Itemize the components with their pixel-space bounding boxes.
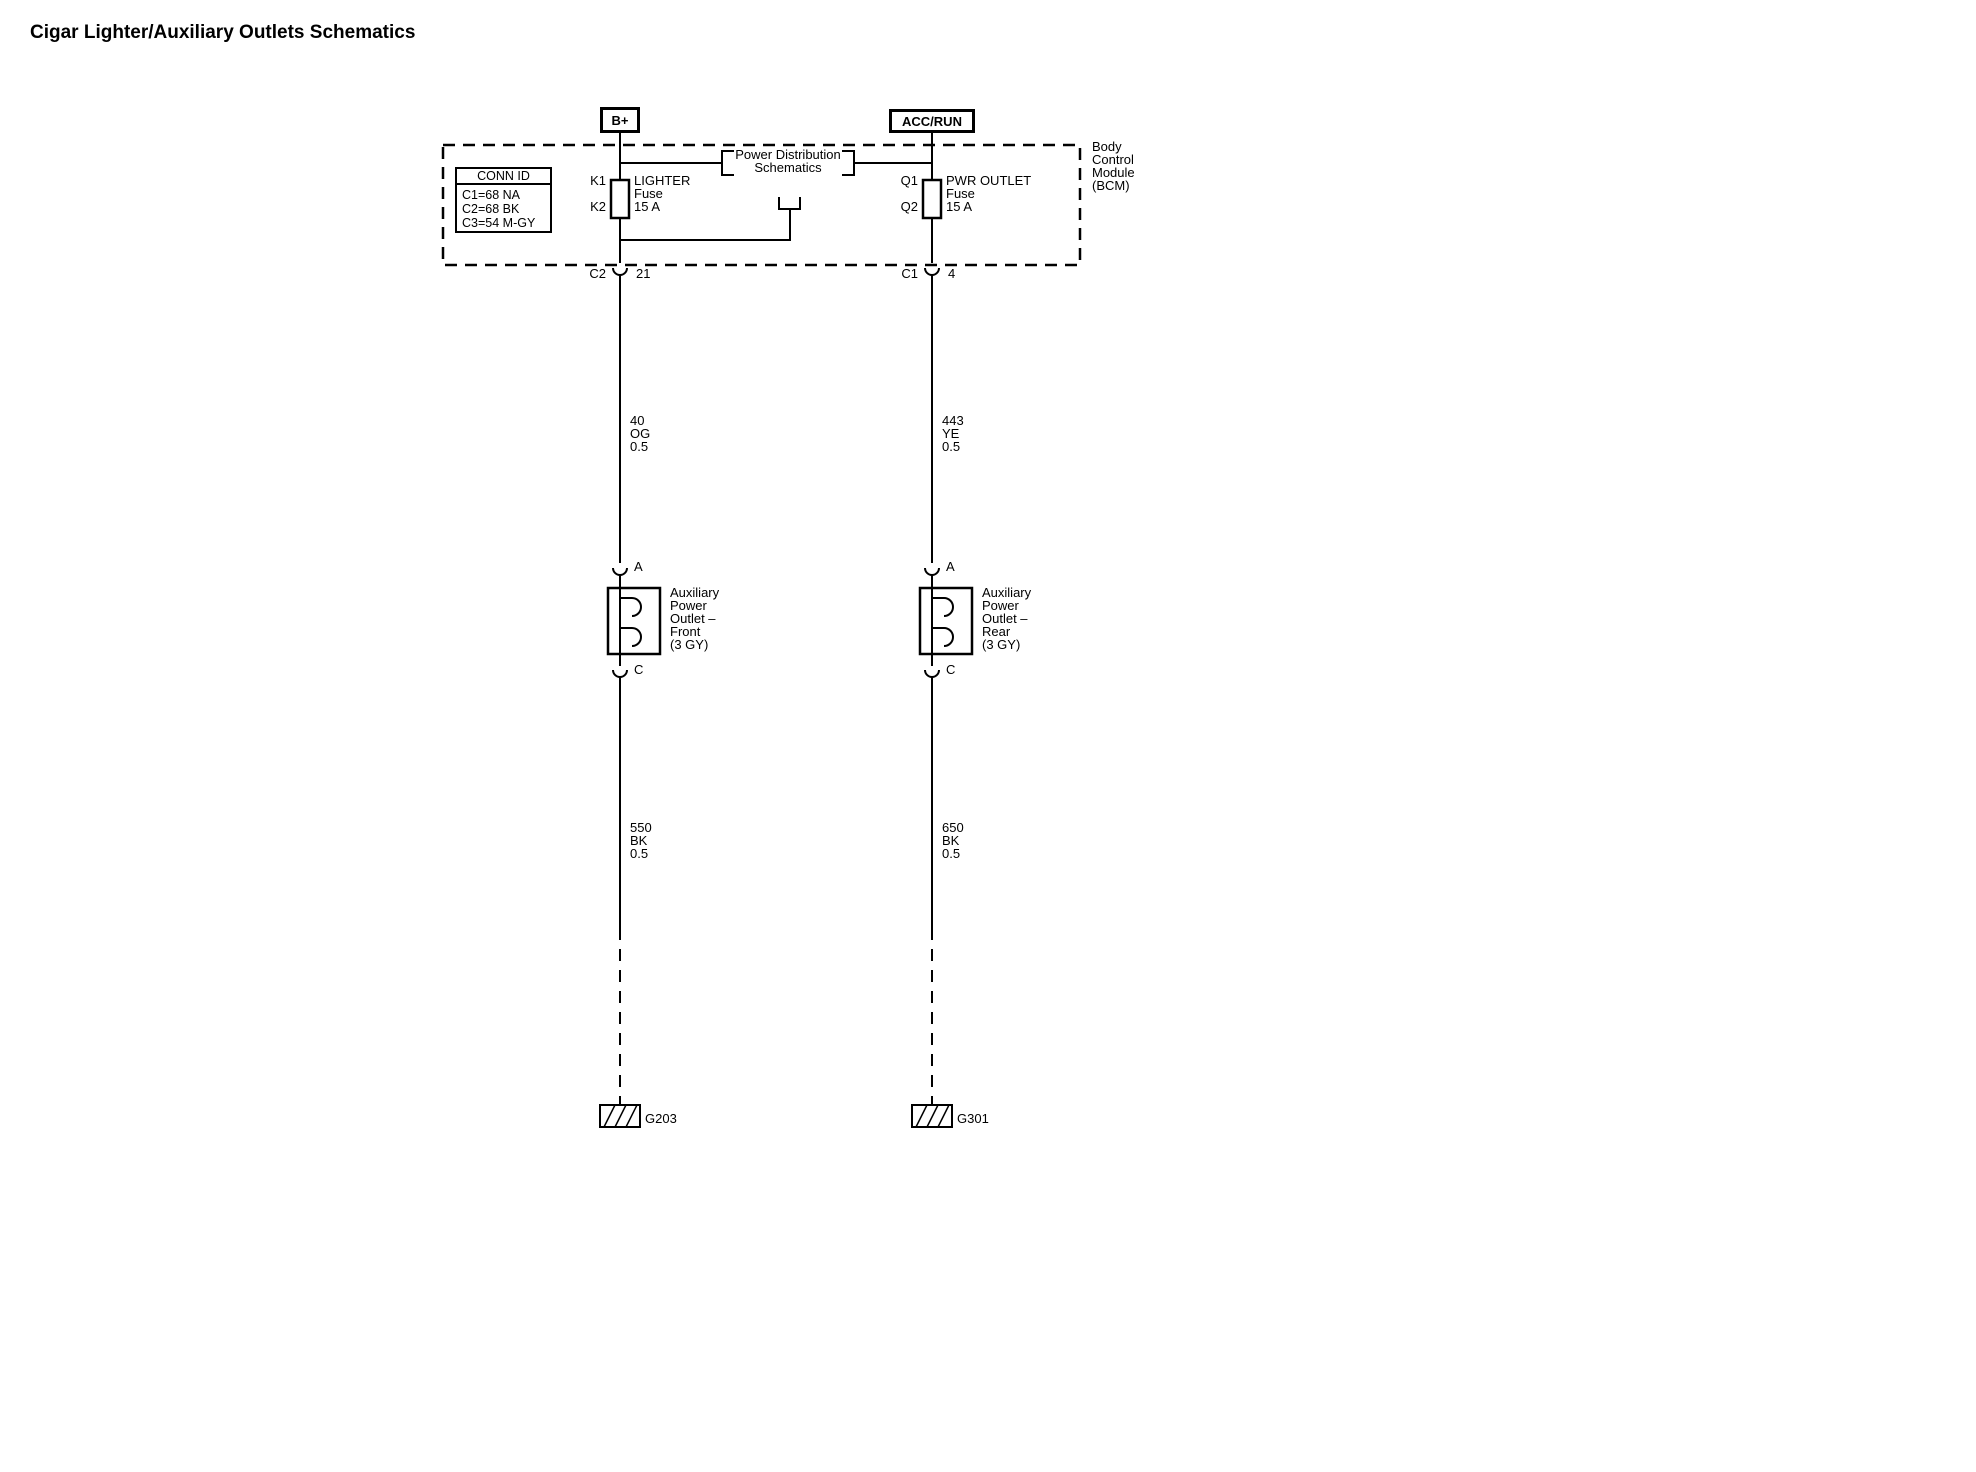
wire-40-color: OG [630, 426, 651, 441]
connector-c2-symbol [612, 267, 628, 276]
offpage-bracket-bottom [778, 197, 801, 210]
wire-650-circuit: 650 [942, 820, 964, 835]
bcm-label-line: Body [1092, 139, 1122, 154]
ground-g301-symbol [911, 1104, 953, 1128]
connector-c1-symbol [924, 267, 940, 276]
bcm-label-line: Module [1092, 165, 1135, 180]
outlet-front-label-line: Power [670, 598, 707, 613]
bcm-pin-4: 4 [948, 266, 956, 281]
bcm-pin-21: 21 [636, 266, 651, 281]
fuse-lighter-pin-k2: K2 [590, 199, 606, 214]
outlet-front-box [606, 586, 662, 656]
outlet-front-pin-c: C [634, 662, 644, 677]
ground-g301-label: G301 [957, 1111, 989, 1126]
conn-id-row: C3=54 M-GY [462, 216, 536, 230]
power-feed-b-plus-label: B+ [611, 112, 629, 128]
ground-g203-label: G203 [645, 1111, 677, 1126]
power-feed-acc-run-label: ACC/RUN [902, 113, 962, 129]
wire-650-gauge: 0.5 [942, 846, 961, 861]
conn-id-row: C1=68 NA [462, 188, 521, 202]
outlet-rear-label-line: Rear [982, 624, 1011, 639]
outlet-rear-pin-c: C [946, 662, 956, 677]
fuse-pwr-outlet-name: PWR OUTLET [946, 173, 1032, 188]
fuse-pwr-outlet-type: Fuse [946, 186, 975, 201]
connector-c-front-symbol [612, 669, 628, 678]
connector-c-rear-symbol [924, 669, 940, 678]
wire-443-circuit: 443 [942, 413, 964, 428]
wire-443-gauge: 0.5 [942, 439, 961, 454]
wire-powerdist-join [620, 209, 791, 241]
power-distribution-ref-line1: Power Distribution [735, 147, 841, 162]
outlet-front-label-line: Front [670, 624, 701, 639]
conn-id-header-label: CONN ID [477, 169, 530, 183]
outlet-rear-box [918, 586, 974, 656]
power-feed-acc-run: ACC/RUN [889, 109, 975, 133]
element-front-bottom [621, 627, 642, 647]
ground-g203-symbol [599, 1104, 641, 1128]
fuse-pwr-outlet-pin-q1: Q1 [900, 173, 918, 188]
wire-40-circuit: 40 [630, 413, 645, 428]
fuse-lighter-type: Fuse [634, 186, 663, 201]
outlet-rear-label-line: (3 GY) [982, 637, 1021, 652]
wire-443-color: YE [942, 426, 960, 441]
wire-550-gauge: 0.5 [630, 846, 649, 861]
connector-a-rear-symbol [924, 567, 940, 576]
offpage-bracket-left [721, 150, 734, 176]
fuse-pwr-outlet-pin-q2: Q2 [900, 199, 918, 214]
wire-40-gauge: 0.5 [630, 439, 649, 454]
fuse-pwr-outlet-symbol [921, 178, 943, 220]
outlet-rear-label-line: Outlet – [982, 611, 1028, 626]
bcm-connector-c1: C1 [901, 266, 918, 281]
outlet-rear-pin-a: A [946, 559, 955, 574]
outlet-front-label-line: (3 GY) [670, 637, 709, 652]
connector-a-front-symbol [612, 567, 628, 576]
fuse-lighter-name: LIGHTER [634, 173, 691, 188]
conn-id-row: C2=68 BK [462, 202, 520, 216]
page-title: Cigar Lighter/Auxiliary Outlets Schemati… [30, 22, 416, 43]
outlet-front-pin-a: A [634, 559, 643, 574]
fuse-lighter-symbol [609, 178, 631, 220]
wire-650-color: BK [942, 833, 960, 848]
outlet-front-label-line: Auxiliary [670, 585, 720, 600]
outlet-rear-label-line: Auxiliary [982, 585, 1032, 600]
outlet-rear-label-line: Power [982, 598, 1019, 613]
conn-id-table [455, 185, 552, 233]
power-feed-b-plus: B+ [600, 107, 640, 133]
wire-550-color: BK [630, 833, 648, 848]
fuse-pwr-outlet-rating: 15 A [946, 199, 973, 214]
bcm-label-line: (BCM) [1092, 178, 1130, 193]
conn-id-header: CONN ID [455, 167, 552, 185]
wire-550-circuit: 550 [630, 820, 652, 835]
bcm-connector-c2: C2 [589, 266, 606, 281]
offpage-bracket-right [842, 150, 855, 176]
element-rear-bottom [933, 627, 954, 647]
outlet-front-label-line: Outlet – [670, 611, 716, 626]
element-rear-top [933, 597, 954, 617]
fuse-lighter-pin-k1: K1 [590, 173, 606, 188]
element-front-top [621, 597, 642, 617]
bcm-label-line: Control [1092, 152, 1134, 167]
power-distribution-ref-line2: Schematics [754, 160, 822, 175]
fuse-lighter-rating: 15 A [634, 199, 661, 214]
